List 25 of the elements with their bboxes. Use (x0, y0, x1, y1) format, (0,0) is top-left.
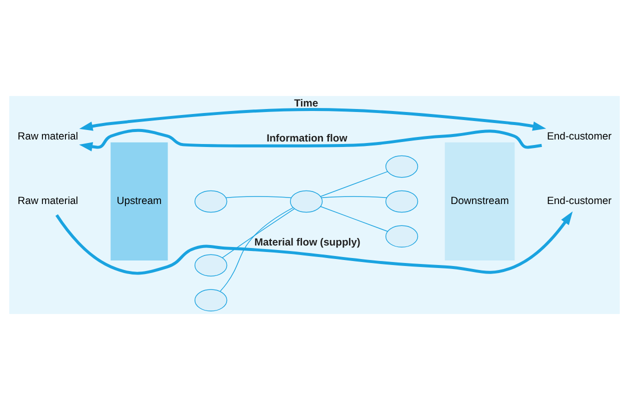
arrow (55, 210, 573, 274)
connector (320, 170, 388, 196)
edge-label: Material flow (supply) (254, 236, 360, 248)
node-ellipse (290, 190, 323, 212)
node-ellipse (385, 154, 418, 178)
node-ellipse (385, 190, 418, 212)
node-text: End-customer (546, 196, 612, 207)
connector (226, 196, 292, 198)
node-ellipse (385, 224, 418, 248)
node-text: End-customer (546, 131, 612, 142)
connector (320, 206, 388, 232)
connector (320, 196, 387, 198)
node-box: Upstream (110, 142, 168, 260)
arrow (79, 128, 542, 151)
edge-label: Information flow (266, 132, 348, 144)
arrow (79, 108, 546, 130)
node-text: Raw material (18, 131, 78, 142)
node-ellipse (194, 190, 228, 212)
node-box: Downstream (444, 142, 515, 260)
node-ellipse (194, 254, 228, 276)
connector (222, 208, 295, 258)
connector (220, 206, 294, 292)
edge-label: Time (294, 98, 318, 110)
node-ellipse (194, 288, 228, 311)
node-text: Raw material (18, 196, 78, 207)
